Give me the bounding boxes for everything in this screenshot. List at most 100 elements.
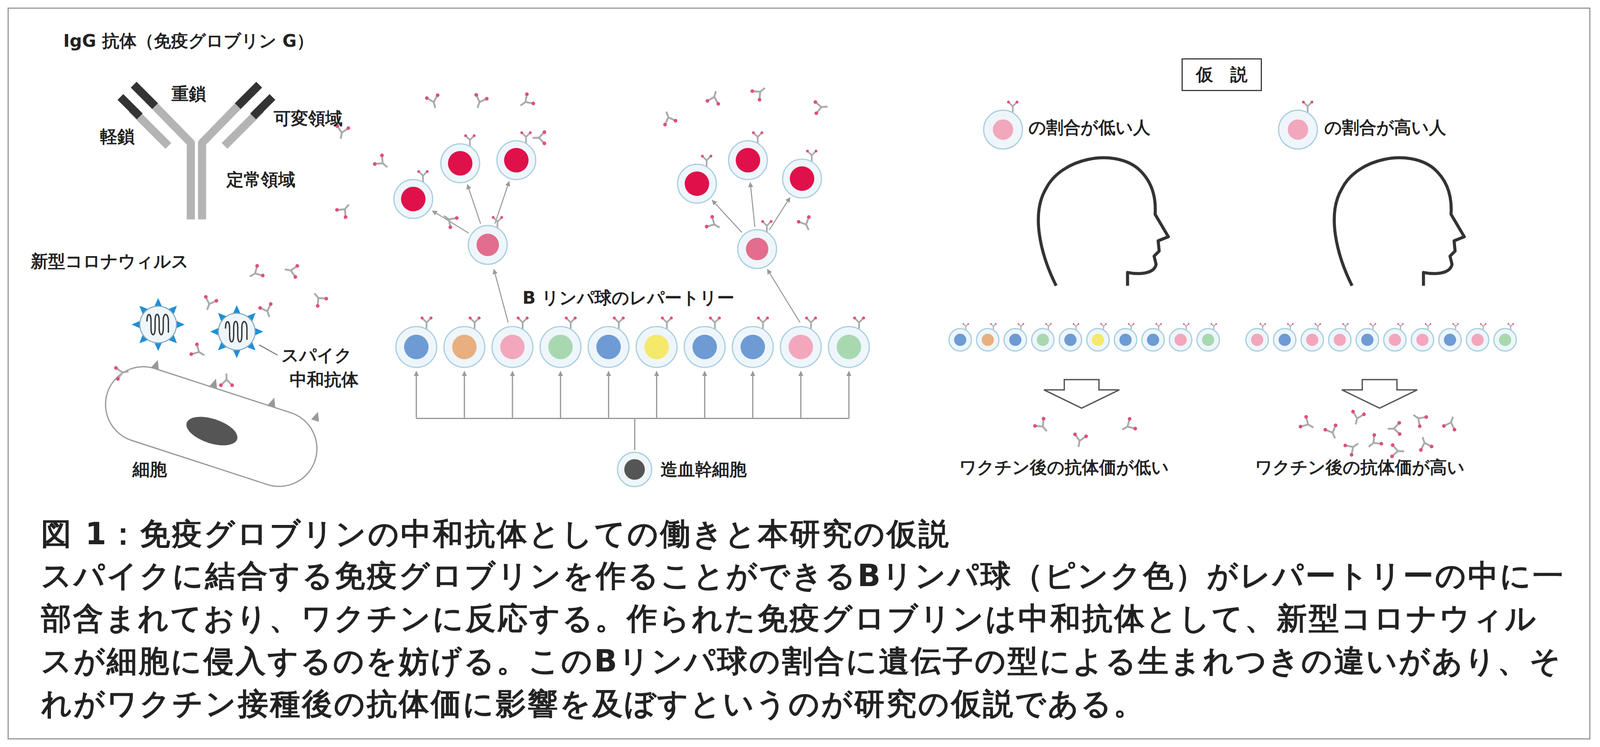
b-lymphocyte-small-part: [1402, 322, 1404, 325]
mini-antibody-part: [752, 84, 768, 100]
mini-antibody-part: [323, 295, 330, 302]
mini-antibody-part: [268, 301, 273, 307]
mini-antibody-part: [1410, 410, 1426, 426]
b-lymphocyte-small-part: [1264, 322, 1267, 325]
b-lymphocyte-part: [861, 316, 865, 320]
mini-antibody-part: [1371, 432, 1378, 438]
b-lymphocyte-small-part: [1197, 328, 1220, 352]
b-lymphocyte-part: [548, 334, 573, 360]
b-lymphocyte-small: [1031, 322, 1055, 351]
b-lymphocyte-part: [404, 334, 429, 360]
b-lymphocyte-small-part: [1484, 322, 1487, 325]
mini-antibody-part: [1333, 422, 1339, 428]
b-lymphocyte-small-part: [1187, 322, 1190, 325]
mini-antibody-part: [247, 266, 263, 281]
plasma-cell-part: [677, 164, 717, 203]
b-lymphocyte-part: [429, 316, 433, 320]
mini-antibody-part: [1350, 411, 1364, 426]
mini-antibody-part: [806, 214, 812, 220]
plasma-cell-part: [752, 131, 755, 135]
b-lymphocyte-part: [813, 316, 817, 320]
b-lymphocyte-small-part: [1369, 322, 1372, 325]
b-lymphocyte-small: [976, 322, 999, 351]
b-lymphocyte-small: [1356, 322, 1379, 351]
viral-rna: [146, 314, 169, 335]
mini-antibody-part: [1035, 419, 1051, 435]
mini-antibody: [1032, 416, 1053, 437]
b-lymphocyte-small-part: [1383, 328, 1407, 352]
b-lymphocyte-part: [452, 334, 477, 360]
mini-antibody-part: [532, 132, 544, 143]
mini-antibody-part: [441, 211, 457, 227]
plasma-cell-part: [684, 171, 710, 197]
b-lymphocyte-small-part: [1077, 322, 1080, 325]
b-lymphocyte-small-part: [954, 333, 967, 346]
b-lymphocyte-small: [1411, 322, 1434, 351]
b-lymphocyte-small-part: [962, 322, 965, 325]
mini-antibody-part: [707, 217, 723, 232]
outcome-arrow: [1341, 379, 1418, 409]
mini-antibody-part: [1365, 435, 1381, 451]
b-lymphocyte-small-part: [1155, 322, 1157, 325]
b-lymphocyte-part: [660, 316, 664, 320]
b-lymphocyte-small-part: [1512, 322, 1514, 325]
expansion-arrow: [493, 269, 509, 323]
b-lymphocyte-small-part: [1438, 328, 1462, 352]
coronavirus: [131, 297, 185, 351]
differentiation-arrow: [608, 371, 610, 419]
mini-antibody-part: [372, 161, 378, 167]
b-lymphocyte-small-part: [1507, 322, 1509, 325]
mini-antibody-part: [310, 290, 326, 306]
mini-antibody-part: [295, 263, 300, 268]
differentiation-arrow: [512, 371, 514, 419]
part-label: 軽鎖: [100, 126, 135, 147]
mini-antibody-part: [293, 274, 298, 279]
mini-antibody-part: [1392, 445, 1405, 457]
b-lymphocyte-small-part: [1466, 328, 1489, 352]
hypothesis-icon-part: [1007, 100, 1011, 104]
b-lymphocyte-small-part: [981, 333, 995, 346]
stem-cell-node: 造血幹細胞: [616, 450, 747, 488]
b-lymphocyte-part: [395, 326, 437, 368]
activated-b-cell-part: [769, 219, 773, 223]
box-title: 仮 説: [1195, 64, 1248, 85]
activated-b-cell-part: [468, 225, 508, 264]
b-lymphocyte-small-part: [1059, 328, 1082, 352]
b-lymphocyte-small-part: [1341, 322, 1344, 325]
mini-antibody: [246, 263, 266, 284]
activated-b-cell-part: [761, 219, 764, 223]
b-lymphocyte-small-part: [1169, 328, 1192, 352]
caption-block: 図 1：免疫グロブリンの中和抗体としての働きと本研究の仮説スパイクに結合する免疫…: [41, 512, 1568, 725]
mini-antibody-part: [661, 109, 675, 124]
b-lymphocyte-small-part: [1215, 322, 1218, 325]
b-lymphocyte-small-part: [1306, 333, 1319, 346]
b-lymphocyte-small: [1383, 322, 1407, 351]
part-label: 細胞: [132, 459, 167, 480]
hypothesis-icon: [1278, 100, 1318, 149]
plasma-cell-part: [806, 149, 810, 153]
mini-antibody-part: [704, 224, 709, 229]
part-label: 中和抗体: [289, 369, 359, 390]
expansion-arrow: [467, 184, 481, 224]
mini-antibody-part: [1441, 423, 1447, 428]
mini-antibody-part: [1390, 443, 1395, 447]
mini-antibody: [470, 92, 490, 110]
b-lymphocyte-part: [539, 326, 581, 368]
b-lymphocyte-part: [684, 326, 725, 368]
mini-antibody-part: [337, 201, 353, 217]
b-lymphocyte: [780, 316, 821, 368]
plasma-cell-part: [735, 148, 761, 173]
b-lymphocyte-small-part: [1127, 322, 1130, 325]
mini-antibody-part: [214, 298, 219, 303]
b-lymphocyte-small-part: [1017, 322, 1020, 325]
mini-antibody-part: [375, 155, 391, 172]
nucleus: [182, 411, 241, 451]
b-lymphocyte: [491, 316, 533, 368]
b-lymphocyte-small: [1466, 322, 1489, 351]
mini-antibody-part: [472, 95, 487, 110]
hypothesis-icon-part: [1310, 100, 1314, 104]
mini-antibody: [1389, 443, 1405, 459]
mini-antibody-part: [705, 98, 710, 103]
mini-antibody-part: [1452, 427, 1457, 432]
stem-cell-icon-part: [624, 459, 645, 480]
